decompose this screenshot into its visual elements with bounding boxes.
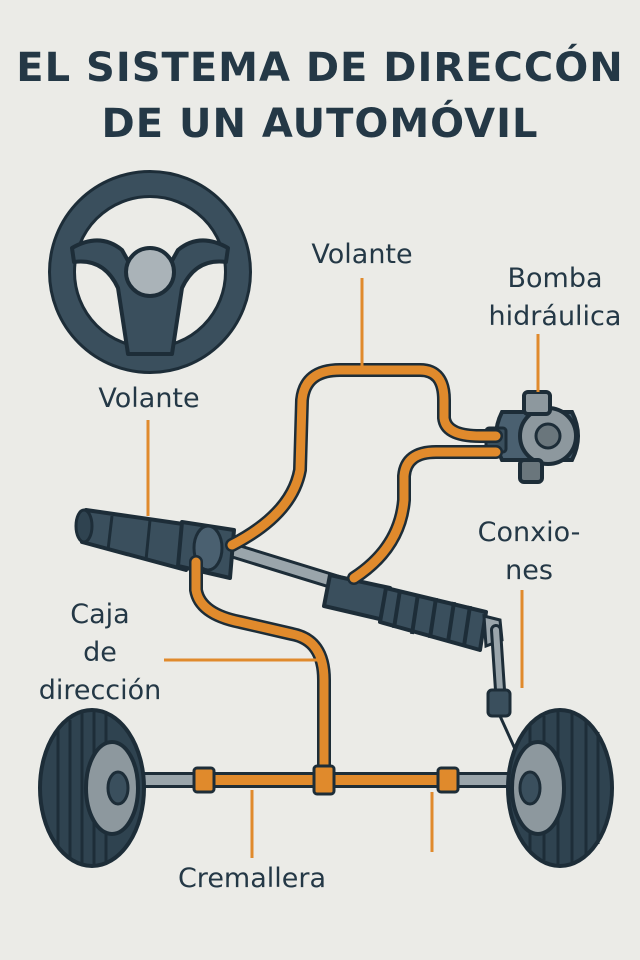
leader-lines bbox=[146, 278, 540, 858]
label-caja-line-2: de bbox=[83, 637, 117, 668]
label-caja-de-direccion: Caja de dirección bbox=[28, 596, 172, 710]
steering-box bbox=[176, 520, 236, 580]
label-caja-line-3: dirección bbox=[38, 675, 162, 706]
label-volante-left: Volante bbox=[98, 383, 200, 414]
rack-axle bbox=[110, 764, 534, 796]
tie-rod bbox=[486, 624, 522, 761]
steering-rod bbox=[217, 540, 353, 593]
label-volante-top: Volante bbox=[311, 239, 413, 270]
label-conexiones: Conxio- nes bbox=[462, 514, 596, 590]
label-caja-line-1: Caja bbox=[70, 599, 130, 630]
right-wheel-icon bbox=[506, 708, 614, 868]
hydraulic-pump-icon bbox=[484, 390, 580, 484]
title-line-2: DE UN AUTOMÓVIL bbox=[101, 101, 539, 147]
title-line-1: EL SISTEMA DE DIRECCÓN bbox=[16, 45, 624, 91]
label-bomba-line-1: Bomba bbox=[507, 263, 603, 294]
steering-wheel-icon bbox=[48, 170, 252, 374]
label-conexiones-line-1: Conxio- bbox=[477, 517, 581, 548]
left-wheel-icon bbox=[38, 708, 146, 868]
hydraulic-hoses bbox=[189, 363, 503, 779]
diagram-title: EL SISTEMA DE DIRECCÓN DE UN AUTOMÓVIL bbox=[0, 40, 640, 152]
label-cremallera: Cremallera bbox=[177, 863, 327, 894]
steering-shaft bbox=[74, 508, 192, 572]
label-conexiones-line-2: nes bbox=[505, 555, 553, 586]
label-bomba-hidraulica: Bomba hidráulica bbox=[480, 260, 630, 336]
label-bomba-line-2: hidráulica bbox=[488, 301, 622, 332]
